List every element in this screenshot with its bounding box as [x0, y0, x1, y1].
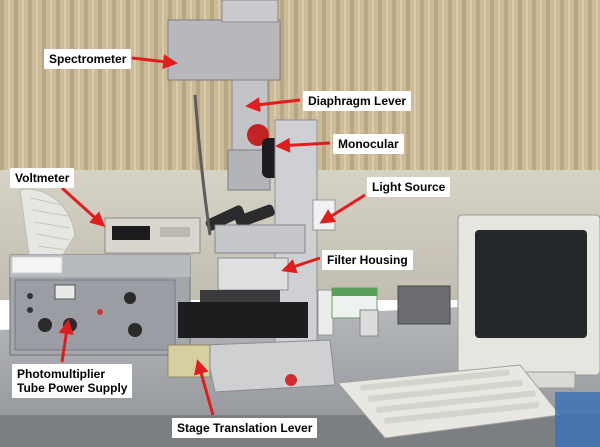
small-grey-box: [397, 285, 451, 325]
light-source-housing: [312, 199, 336, 231]
spectrometer-box: [167, 19, 281, 81]
label-photomultiplier: Photomultiplier Tube Power Supply: [12, 364, 133, 398]
microscope-base: [204, 339, 336, 393]
microscope-stage: [178, 302, 308, 338]
label-filter-housing: Filter Housing: [322, 250, 413, 270]
label-photomultiplier-line1: Photomultiplier: [17, 367, 105, 381]
label-monocular: Monocular: [333, 134, 404, 154]
filter-housing: [217, 257, 289, 291]
label-spectrometer: Spectrometer: [44, 49, 132, 69]
label-voltmeter: Voltmeter: [10, 168, 75, 188]
stage-translation-box: [167, 344, 211, 378]
label-photomultiplier-line2: Tube Power Supply: [17, 381, 128, 395]
label-diaphragm-lever: Diaphragm Lever: [303, 91, 412, 111]
label-light-source: Light Source: [367, 177, 451, 197]
label-stage-translation-lever: Stage Translation Lever: [172, 418, 318, 438]
